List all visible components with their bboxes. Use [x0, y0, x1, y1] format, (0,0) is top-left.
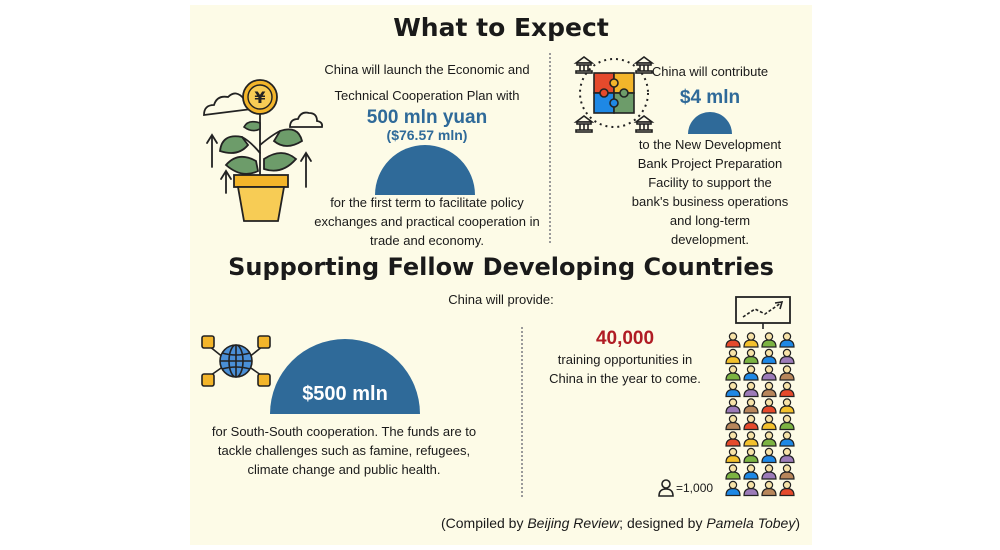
ndb-text-before: China will contribute [651, 64, 769, 79]
person-icon [725, 381, 741, 398]
person-icon [779, 398, 795, 414]
training-amount: 40,000 [595, 328, 655, 349]
person-icon [761, 431, 777, 447]
person-icon [743, 464, 759, 480]
person-icon [743, 414, 759, 431]
plan-semicircle-mark [375, 145, 475, 195]
people-grid [725, 332, 795, 497]
person-icon [761, 447, 777, 464]
person-icon [761, 365, 777, 381]
ndb-amount: $4 mln [679, 87, 741, 108]
person-icon [779, 332, 795, 348]
person-icon [761, 332, 777, 348]
person-icon [725, 431, 741, 447]
people-chart-icon [725, 296, 795, 497]
person-icon [779, 447, 795, 464]
svg-text:¥: ¥ [254, 88, 265, 107]
person-icon [779, 480, 795, 497]
fund-text: for South-South cooperation. The funds a… [211, 424, 477, 477]
training-text: training opportunities in China in the y… [549, 352, 701, 386]
plan-text-before: China will launch the Economic and Techn… [324, 62, 530, 103]
fund-amount: $500 mln [302, 383, 388, 405]
person-icon [779, 464, 795, 480]
credit-open: (Compiled by [440, 515, 528, 531]
person-icon [761, 414, 777, 431]
person-icon [743, 480, 759, 497]
person-icon [743, 348, 759, 365]
plan-amount-usd: ($76.57 mln) [386, 127, 468, 143]
person-icon [725, 464, 741, 480]
section-title-what-to-expect: What to Expect [393, 13, 609, 42]
person-icon [779, 431, 795, 447]
credit-line: (Compiled by Beijing Review; designed by… [370, 515, 800, 531]
person-icon [779, 414, 795, 431]
credit-designer: Pamela Tobey [706, 515, 796, 531]
person-icon [743, 381, 759, 398]
trend-board [735, 296, 791, 324]
person-icon [725, 480, 741, 497]
ndb-text-after: to the New Development Bank Project Prep… [631, 137, 789, 247]
money-plant-icon: ¥ [203, 79, 324, 222]
person-icon [725, 332, 741, 348]
fund-semicircle [270, 339, 420, 414]
globe-network-icon [201, 335, 271, 387]
puzzle-banks-icon [573, 56, 655, 133]
person-icon [761, 398, 777, 414]
separator-top [549, 53, 551, 243]
person-icon [761, 381, 777, 398]
credit-middle: ; designed by [619, 515, 707, 531]
plan-text-after: for the first term to facilitate policy … [314, 195, 540, 248]
separator-bottom [521, 327, 523, 497]
ndb-semicircle-mark [688, 112, 732, 134]
infographic-panel: What to Expect ¥ China wil [190, 5, 812, 545]
person-legend-text: =1,000 [676, 481, 714, 495]
person-icon [779, 365, 795, 381]
person-icon [743, 447, 759, 464]
person-icon [725, 348, 741, 365]
person-icon [761, 480, 777, 497]
section2-intro: China will provide: [448, 292, 554, 307]
person-icon [761, 464, 777, 480]
fund-semicircle-mark [270, 339, 420, 414]
plan-semicircle [375, 145, 475, 195]
person-icon [725, 365, 741, 381]
person-icon [743, 431, 759, 447]
section-title-supporting: Supporting Fellow Developing Countries [228, 253, 774, 281]
person-icon [779, 348, 795, 365]
person-icon [725, 414, 741, 431]
person-icon [725, 447, 741, 464]
ndb-semicircle [688, 112, 732, 134]
plan-amount: 500 mln yuan [366, 107, 488, 128]
person-icon [743, 332, 759, 348]
person-icon [725, 398, 741, 414]
credit-close: ) [795, 515, 800, 531]
person-icon [761, 348, 777, 365]
credit-source: Beijing Review [527, 515, 620, 531]
person-icon [743, 398, 759, 414]
person-icon [779, 381, 795, 398]
person-legend-icon [658, 479, 674, 497]
person-icon [743, 365, 759, 381]
